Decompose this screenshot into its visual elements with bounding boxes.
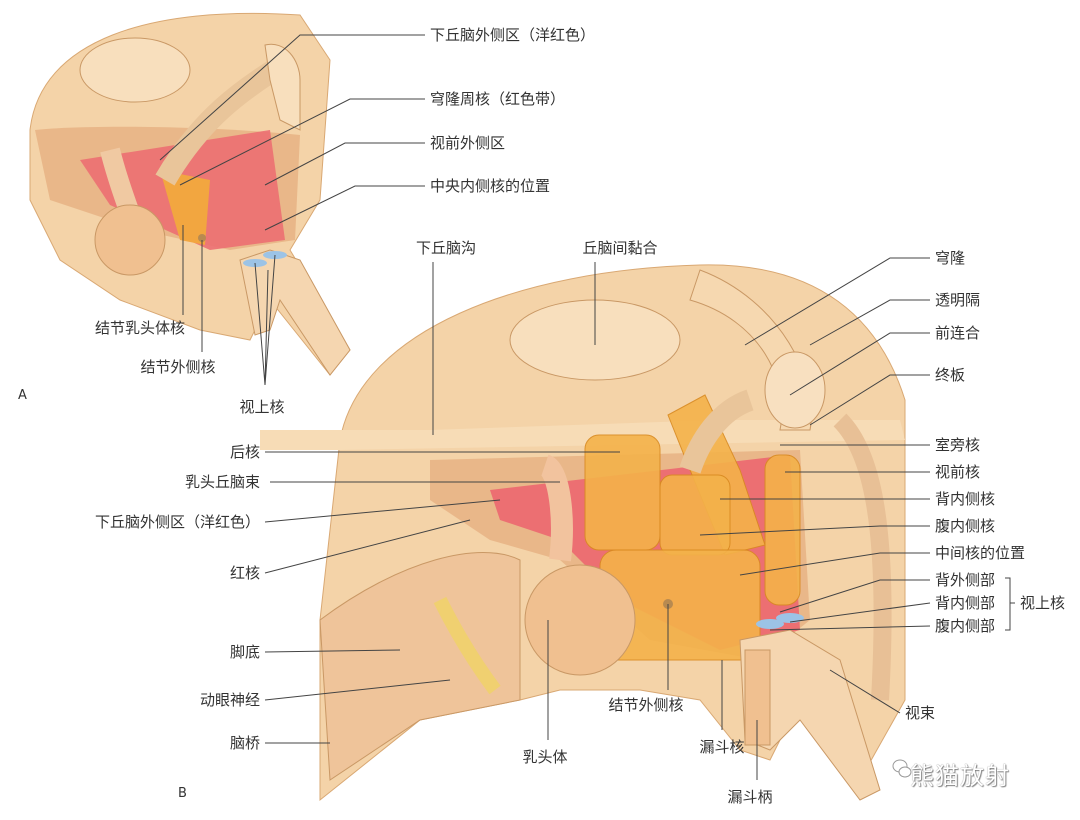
label-intermediate: 中间核的位置 <box>935 544 1026 562</box>
label-septum-pellucidum: 透明隔 <box>935 291 981 309</box>
label-lateral-tuberal-b: 结节外侧核 <box>608 696 684 714</box>
leader-lines <box>159 34 1015 780</box>
label-ventromedial: 腹内侧核 <box>935 517 996 535</box>
label-hypothalamic-sulcus: 下丘脑沟 <box>415 239 477 257</box>
label-dorsolateral-part: 背外侧部 <box>935 571 996 589</box>
label-oculomotor: 动眼神经 <box>199 691 260 709</box>
watermark: 熊猫放射 <box>910 762 1010 790</box>
label-infundibular-stalk: 漏斗柄 <box>727 788 773 806</box>
label-optic-tract: 视束 <box>905 704 936 722</box>
label-lateral-hypothalamic-a: 下丘脑外侧区（洋红色） <box>430 26 596 44</box>
label-lateral-tuberal-a: 结节外侧核 <box>140 358 216 376</box>
label-supraoptic-b: 视上核 <box>1020 594 1066 612</box>
label-tuberomammillary: 结节乳头体核 <box>94 319 186 337</box>
label-pons: 脑桥 <box>229 734 260 752</box>
label-red-nucleus: 红核 <box>229 564 260 582</box>
label-mammillothalamic: 乳头丘脑束 <box>184 473 260 491</box>
label-dorsomedial: 背内侧核 <box>935 490 996 508</box>
label-ventromedial-part: 腹内侧部 <box>935 617 996 635</box>
label-infundibular-nucleus: 漏斗核 <box>699 738 745 756</box>
label-fornix: 穹隆 <box>935 249 966 267</box>
label-supraoptic-a: 视上核 <box>239 398 285 416</box>
label-interthalamic-adhesion: 丘脑间黏合 <box>582 239 658 257</box>
label-perifornical: 穹隆周核（红色带） <box>430 90 566 108</box>
label-lateral-hypothalamic-b: 下丘脑外侧区（洋红色） <box>94 513 260 531</box>
label-paraventricular: 室旁核 <box>935 436 981 454</box>
label-mammillary-body: 乳头体 <box>522 748 568 766</box>
label-anterior-commissure: 前连合 <box>935 324 981 342</box>
label-posterior: 后核 <box>229 443 260 461</box>
label-central-medial: 中央内侧核的位置 <box>430 177 551 195</box>
label-preoptic: 视前核 <box>935 463 981 481</box>
label-lateral-preoptic: 视前外侧区 <box>430 134 506 152</box>
panel-a-letter: A <box>18 388 27 403</box>
label-crus-cerebri: 脚底 <box>229 643 260 661</box>
panel-a-art <box>29 12 351 376</box>
panel-b-letter: B <box>178 786 187 801</box>
label-dorsomedial-part: 背内侧部 <box>935 594 996 612</box>
panel-b-art <box>260 264 906 802</box>
label-lamina-terminalis: 终板 <box>935 366 966 384</box>
wechat-icon <box>892 759 912 778</box>
